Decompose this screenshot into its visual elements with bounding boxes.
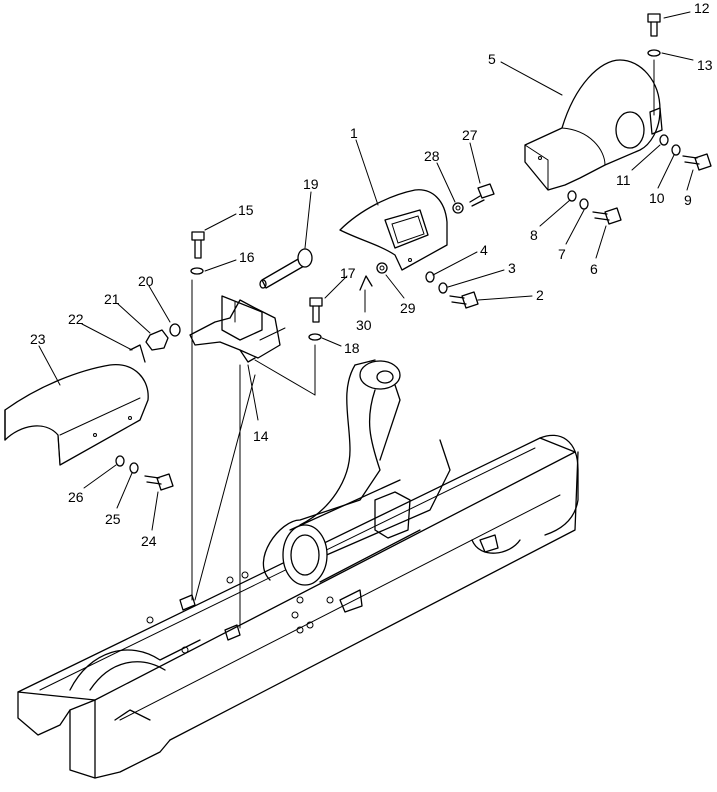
track-frame <box>17 434 579 779</box>
callout-18: 18 <box>344 340 360 356</box>
cover-23 <box>4 364 149 466</box>
callout-19: 19 <box>303 176 319 192</box>
cover-1 <box>339 189 448 271</box>
assembly-lines <box>191 59 655 629</box>
callout-2: 2 <box>536 287 544 303</box>
callout-22: 22 <box>68 311 84 327</box>
callout-4: 4 <box>480 242 488 258</box>
callout-30: 30 <box>356 317 372 333</box>
hardware <box>115 13 712 491</box>
callout-7: 7 <box>558 246 566 262</box>
callout-20: 20 <box>138 273 154 289</box>
callout-24: 24 <box>141 533 157 549</box>
callout-11: 11 <box>616 172 631 188</box>
callout-14: 14 <box>253 428 269 444</box>
leader-lines <box>38 11 694 531</box>
callout-17: 17 <box>340 265 356 281</box>
callout-29: 29 <box>400 300 416 316</box>
callout-27: 27 <box>462 127 478 143</box>
pivot-arm <box>262 359 451 586</box>
callout-1: 1 <box>350 125 358 141</box>
callout-10: 10 <box>649 190 665 206</box>
callout-3: 3 <box>508 260 516 276</box>
bracket-14 <box>189 295 286 363</box>
callout-12: 12 <box>694 0 710 16</box>
callout-numbers: 1 2 3 4 5 6 7 8 9 10 11 12 13 14 15 16 1… <box>30 0 713 549</box>
callout-23: 23 <box>30 331 46 347</box>
callout-5: 5 <box>488 51 496 67</box>
callout-25: 25 <box>105 511 121 527</box>
callout-15: 15 <box>238 202 254 218</box>
callout-9: 9 <box>684 192 692 208</box>
callout-28: 28 <box>424 148 440 164</box>
callout-8: 8 <box>530 227 538 243</box>
callout-21: 21 <box>104 291 120 307</box>
callout-26: 26 <box>68 489 84 505</box>
cover-5 <box>524 59 663 191</box>
callout-13: 13 <box>697 57 713 73</box>
callout-6: 6 <box>590 261 598 277</box>
pin-19 <box>259 248 313 289</box>
callout-16: 16 <box>239 249 255 265</box>
